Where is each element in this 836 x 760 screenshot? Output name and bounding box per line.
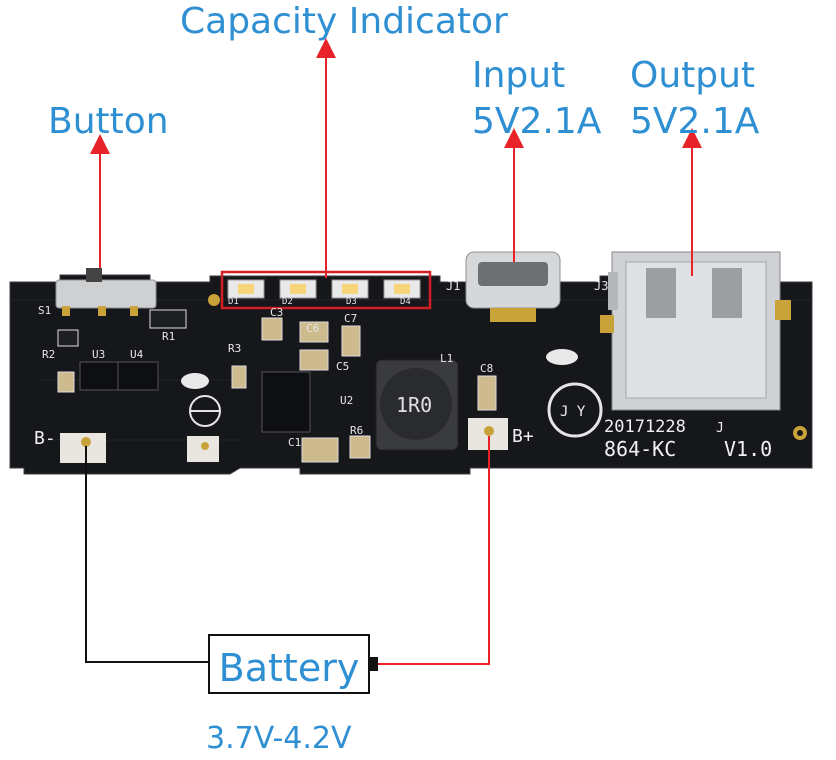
ref-d1: D1 [228,297,239,307]
pad-b-minus [60,433,106,463]
micro-usb-input[interactable] [465,251,561,322]
ref-u4: U4 [130,348,144,361]
mounting-slot [546,349,578,365]
ref-l1: L1 [440,352,453,365]
via-pad [208,294,220,306]
ref-d3: D3 [346,297,357,307]
output-label: Output [630,55,756,96]
callout-arrows [90,38,702,278]
pad-hole [484,426,494,436]
usb-a-spring [712,268,742,318]
button-label: Button [48,101,169,142]
tactile-button[interactable] [55,268,157,316]
pad-hole [201,442,209,450]
ref-c7: C7 [344,312,357,325]
ic-u2 [261,371,311,433]
ref-r1: R1 [162,330,175,343]
silk-j: J [716,421,724,436]
logo-letters: J Y [560,404,586,420]
ref-c1: C1 [288,436,301,449]
ref-c5: C5 [336,360,349,373]
capacity-indicator-label: Capacity Indicator [180,1,508,42]
model-code: 864-KC [604,437,676,461]
ref-j1: J1 [446,279,460,293]
inductor-marking: 1R0 [396,393,432,417]
ref-r2: R2 [42,348,55,361]
capacitor-c1 [301,437,339,463]
ref-r6: R6 [350,424,363,437]
ic-u4 [117,361,159,391]
capacitor-c7 [341,325,361,357]
version-code: V1.0 [724,437,772,461]
led-d3-die [342,284,358,294]
ref-d4: D4 [400,297,411,307]
resistor-r2 [57,329,79,347]
usb-a-output[interactable] [600,251,791,411]
pad-negative-label: B- [34,428,56,449]
ref-c8: C8 [480,362,493,375]
capacitor-c3 [261,317,283,341]
led-d4-die [394,284,410,294]
led-d2-die [290,284,306,294]
ref-c6: C6 [306,322,319,335]
ref-c3: C3 [270,306,283,319]
ref-j3: J3 [594,279,608,293]
capacitor [57,371,75,393]
input-rating: 5V2.1A [472,101,602,142]
led-d1-die [238,284,254,294]
pad-positive-label: B+ [512,426,534,447]
mounting-slot [181,373,209,389]
wire-negative [85,446,208,663]
ref-s1: S1 [38,304,51,317]
output-rating: 5V2.1A [630,101,760,142]
battery-box: Battery [208,634,370,694]
usb-a-tab [608,272,618,310]
ref-u3: U3 [92,348,105,361]
ref-u2: U2 [340,394,353,407]
inductor-l1 [375,359,459,451]
usb-a-pad [775,300,791,320]
battery-label: Battery [218,646,360,690]
capacitor-c5 [299,349,329,371]
ic-u3 [79,361,121,391]
via-hole [797,430,803,436]
resistor-r1 [149,309,187,329]
date-code: 20171228 [604,417,686,437]
smd-components [57,309,497,463]
capacitor-c8 [477,375,497,411]
usb-a-pad [600,315,614,333]
ref-d2: D2 [282,297,293,307]
usb-a-spring [646,268,676,318]
resistor-r6 [349,435,371,459]
capacitor-c6 [299,321,329,343]
led-row [227,279,421,299]
jy-logo [547,382,603,438]
pad-hole [81,437,91,447]
input-label: Input [472,55,566,96]
battery-terminal [370,657,378,671]
ref-r3: R3 [228,342,241,355]
resistor-r3 [231,365,247,389]
wire-positive [378,436,490,665]
battery-voltage: 3.7V-4.2V [206,721,352,756]
